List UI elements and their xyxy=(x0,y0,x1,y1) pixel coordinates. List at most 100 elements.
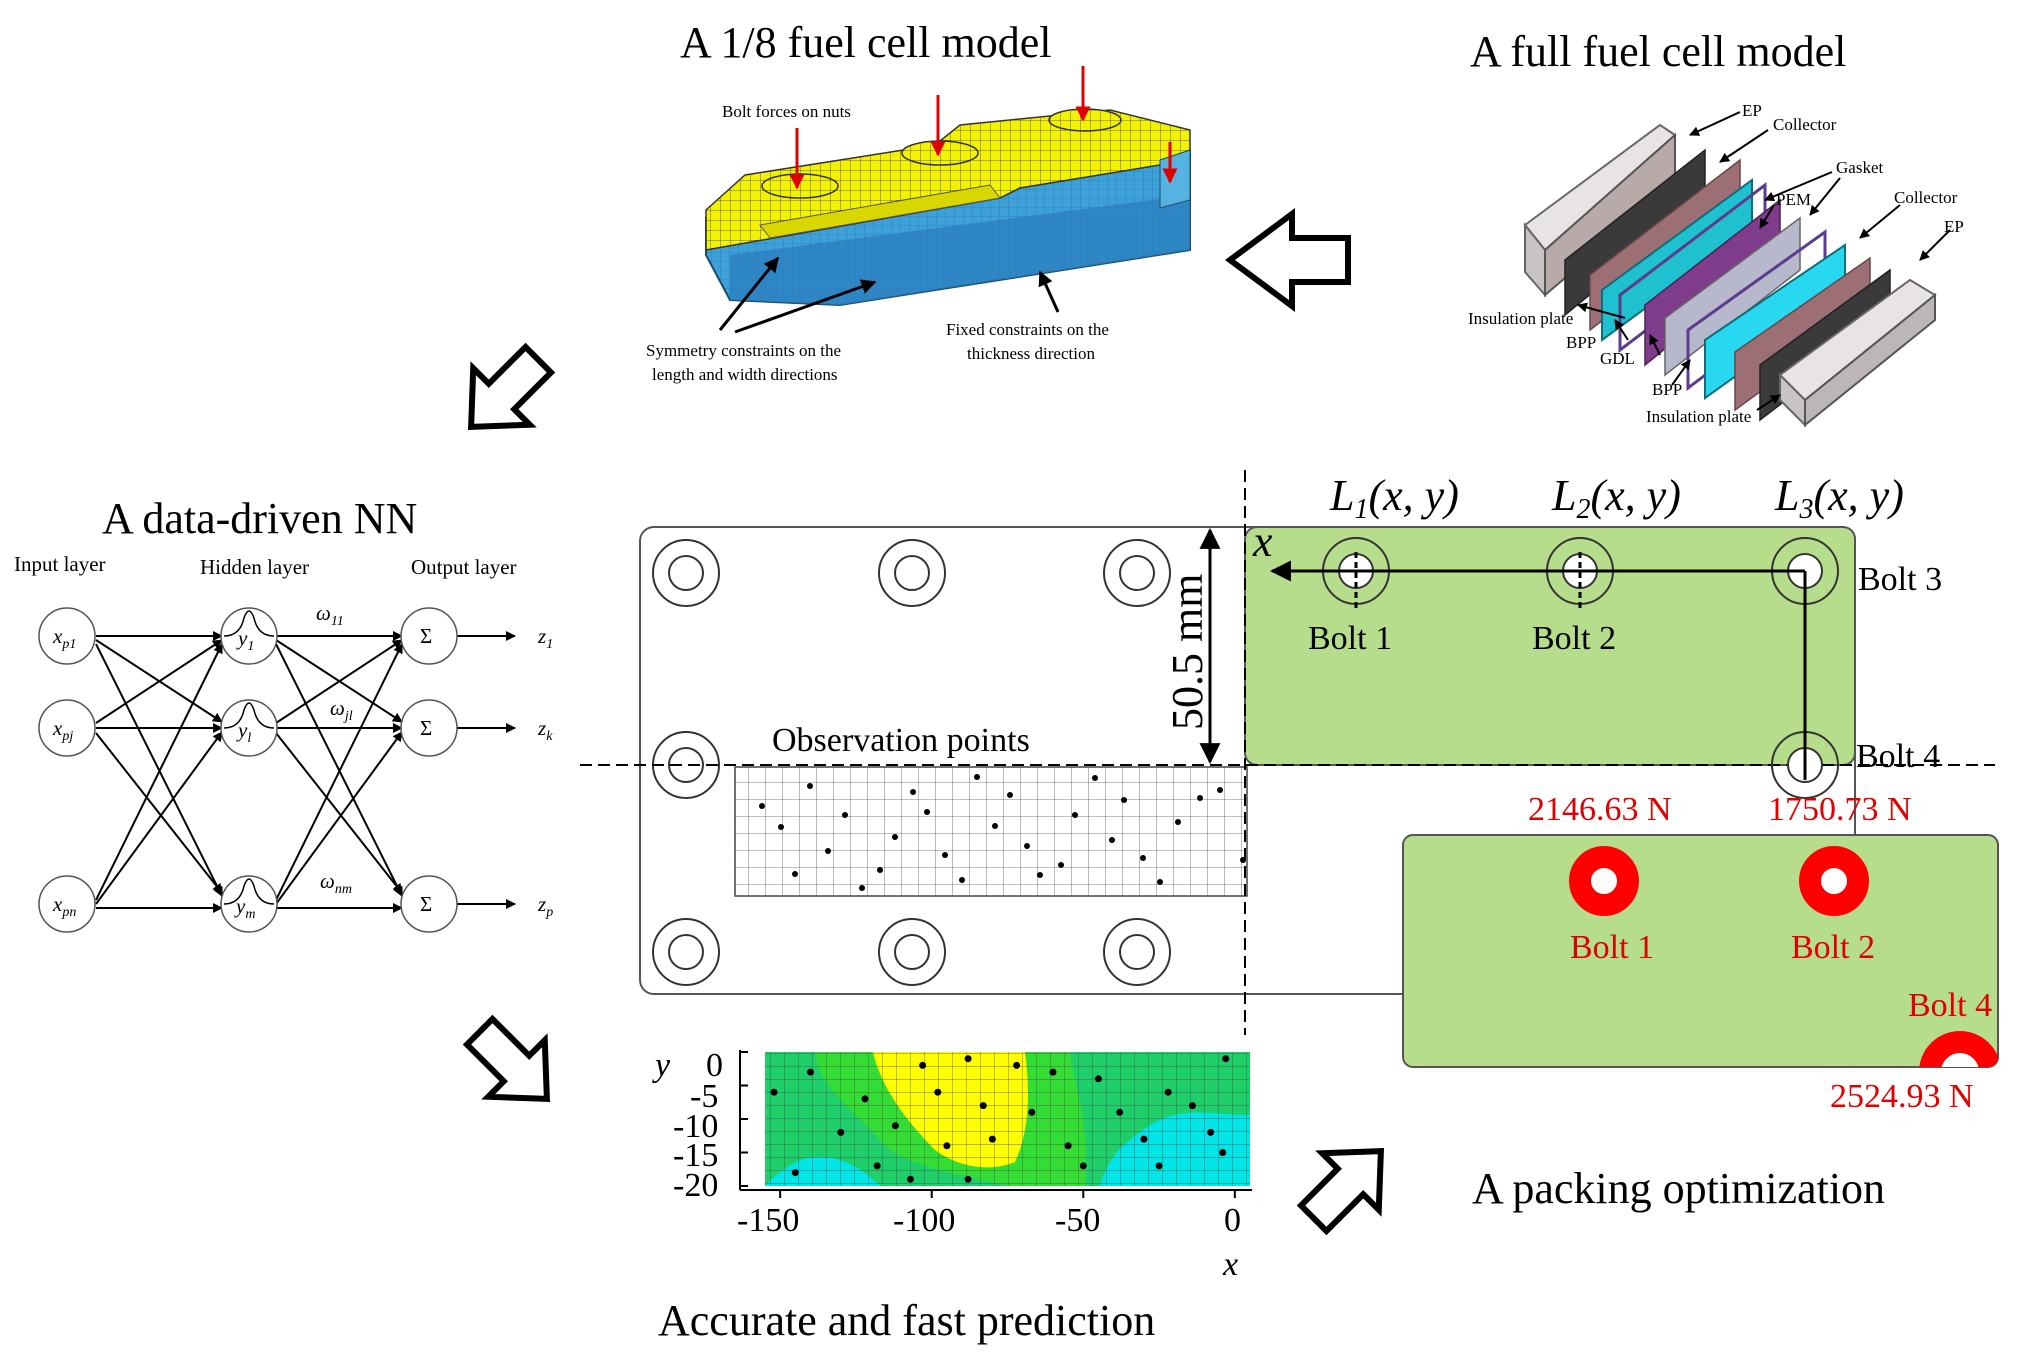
eighth-model-title: A 1/8 fuel cell model xyxy=(680,18,1051,67)
optimized-bolt-1 xyxy=(1569,846,1639,916)
output-label-p: zp xyxy=(537,892,553,920)
chart-point-5 xyxy=(919,1061,927,1069)
bolt-4-label: Bolt 4 xyxy=(1856,738,1940,775)
collector-top-label: Collector xyxy=(1773,115,1837,134)
observation-label: Observation points xyxy=(772,722,1030,759)
observation-region xyxy=(734,766,1248,897)
weight-label-11: ω11 xyxy=(316,601,344,629)
svg-text:Σ: Σ xyxy=(420,892,432,916)
prediction-title: Accurate and fast prediction xyxy=(658,1296,1155,1345)
ep-top-label: EP xyxy=(1742,101,1762,120)
chart-point-27 xyxy=(1155,1162,1163,1170)
flow-arrow-up-right xyxy=(1296,1147,1385,1236)
chart-ytick-10: -10 xyxy=(673,1108,718,1145)
chart-point-19 xyxy=(1188,1102,1196,1110)
chart-ytick-15: -15 xyxy=(673,1137,718,1174)
nn-connections xyxy=(95,631,516,913)
full-model-title: A full fuel cell model xyxy=(1470,27,1846,76)
chart-point-4 xyxy=(891,1122,899,1130)
chart-ylabel: y xyxy=(652,1047,671,1084)
force-bolt-2: 1750.73 N xyxy=(1768,791,1912,828)
chart-point-10 xyxy=(988,1135,996,1143)
svg-text:xp1: xp1 xyxy=(52,624,76,652)
svg-text:yl: yl xyxy=(236,718,251,746)
fixed-label-2: thickness direction xyxy=(967,344,1095,363)
svg-text:xpn: xpn xyxy=(52,892,76,920)
chart-point-14 xyxy=(1064,1142,1072,1150)
ep-right-label: EP xyxy=(1944,217,1964,236)
chart-ytick-0: 0 xyxy=(706,1047,723,1084)
flow-arrow-down-left xyxy=(467,342,556,431)
bpp-left-label: BPP xyxy=(1566,333,1596,352)
chart-point-24 xyxy=(907,1175,914,1183)
bolt-1-label: Bolt 1 xyxy=(1308,620,1392,657)
symmetry-label-1: Symmetry constraints on the xyxy=(646,341,841,360)
chart-point-9 xyxy=(979,1102,987,1110)
input-node-1: xp1 xyxy=(38,607,96,665)
chart-xtick-50: -50 xyxy=(1055,1202,1100,1239)
output-label-k: zk xyxy=(537,716,553,744)
flow-arrow-down-right xyxy=(462,1014,551,1103)
neural-network: Input layer Hidden layer Output layer xyxy=(14,552,553,933)
output-layer-label: Output layer xyxy=(411,555,517,579)
chart-point-21 xyxy=(1219,1149,1227,1156)
hidden-layer-label: Hidden layer xyxy=(200,555,309,579)
dimension-label: 50.5 mm xyxy=(1163,574,1212,730)
svg-text:ym: ym xyxy=(234,894,255,922)
optimized-bolt-4-label: Bolt 4 xyxy=(1908,987,1992,1024)
chart-point-11 xyxy=(1013,1061,1021,1069)
svg-text:xpj: xpj xyxy=(52,716,73,744)
chart-point-17 xyxy=(1140,1135,1148,1143)
hidden-node-m: ym xyxy=(220,875,278,933)
location-label-3: L3(x, y) xyxy=(1774,471,1904,525)
force-bolt-1: 2146.63 N xyxy=(1528,791,1672,828)
chart-xtick-0: 0 xyxy=(1224,1202,1241,1239)
chart-point-12 xyxy=(1028,1108,1036,1116)
fixed-label-1: Fixed constraints on the xyxy=(946,320,1109,339)
svg-text:Σ: Σ xyxy=(420,716,432,740)
chart-point-3 xyxy=(873,1162,881,1170)
svg-text:Σ: Σ xyxy=(420,624,432,648)
bolt-holes-left xyxy=(652,539,1171,986)
bpp-bottom-label: BPP xyxy=(1652,380,1682,399)
output-node-k: Σ xyxy=(400,699,458,757)
chart-point-20 xyxy=(1207,1128,1215,1136)
chart-point-6 xyxy=(934,1088,942,1096)
chart-point-7 xyxy=(943,1142,951,1150)
bolt-position-guides xyxy=(1354,552,1807,780)
chart-point-18 xyxy=(1164,1088,1172,1096)
gdl-label: GDL xyxy=(1600,349,1635,368)
input-layer-label: Input layer xyxy=(14,552,106,576)
optimized-bolt-1-label: Bolt 1 xyxy=(1570,929,1654,966)
optimized-region xyxy=(1402,834,1999,1068)
chart-point-0 xyxy=(770,1088,778,1096)
force-bolt-4: 2524.93 N xyxy=(1830,1078,1974,1115)
chart-xtick-100: -100 xyxy=(893,1202,955,1239)
insulation-bottom-label: Insulation plate xyxy=(1646,407,1751,426)
chart-point-28 xyxy=(1222,1055,1230,1063)
output-node-p: Σ xyxy=(400,875,458,933)
chart-xtick-150: -150 xyxy=(737,1202,799,1239)
x-axis-label: x xyxy=(1252,517,1273,566)
insulation-left-label: Insulation plate xyxy=(1468,309,1573,328)
bolt-forces-label: Bolt forces on nuts xyxy=(722,102,851,121)
bolt-3-label: Bolt 3 xyxy=(1858,561,1942,598)
chart-point-2 xyxy=(861,1095,869,1103)
optimization-result: 2146.63 N 1750.73 N 2524.93 N Bolt 1 Bol… xyxy=(1402,791,1999,1115)
chart-point-8 xyxy=(964,1055,972,1063)
input-node-j: xpj xyxy=(38,699,96,757)
optimized-bolt-2-label: Bolt 2 xyxy=(1791,929,1875,966)
collector-right-label: Collector xyxy=(1894,188,1958,207)
output-node-1: Σ xyxy=(400,607,458,665)
chart-points xyxy=(770,1055,1230,1183)
chart-ytick-5: -5 xyxy=(690,1078,718,1115)
gasket-label: Gasket xyxy=(1836,158,1883,177)
hidden-node-1: y1 xyxy=(220,607,278,665)
weight-label-jl: ωjl xyxy=(330,696,353,724)
optimized-bolt-4 xyxy=(1919,1031,1998,1067)
chart-point-1 xyxy=(806,1068,814,1076)
bolt-2-label: Bolt 2 xyxy=(1532,620,1616,657)
optimization-title: A packing optimization xyxy=(1472,1164,1885,1213)
flow-arrow-left xyxy=(1224,208,1351,312)
